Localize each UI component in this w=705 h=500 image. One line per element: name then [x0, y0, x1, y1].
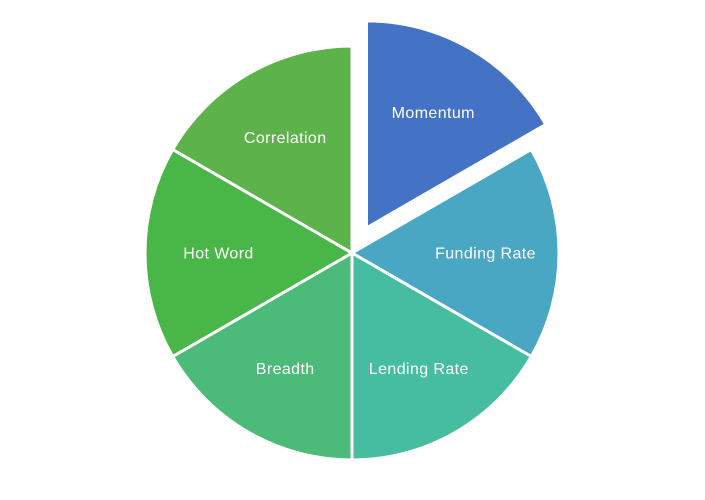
pie-slice-breadth[interactable]	[171, 251, 354, 462]
slice-label-lending-rate: Lending Rate	[369, 361, 469, 378]
pie-slice-hot-word[interactable]	[143, 148, 354, 358]
pie-slice-correlation[interactable]	[171, 44, 354, 255]
slice-label-momentum: Momentum	[392, 105, 475, 122]
slice-label-breadth: Breadth	[256, 361, 315, 378]
slice-label-correlation: Correlation	[244, 130, 327, 147]
slice-label-hot-word: Hot Word	[183, 246, 253, 263]
pie-slice-funding-rate[interactable]	[350, 148, 561, 358]
pie-slice-momentum[interactable]	[365, 19, 548, 230]
pie-slice-lending-rate[interactable]	[350, 251, 533, 462]
slice-label-funding-rate: Funding Rate	[435, 246, 536, 263]
